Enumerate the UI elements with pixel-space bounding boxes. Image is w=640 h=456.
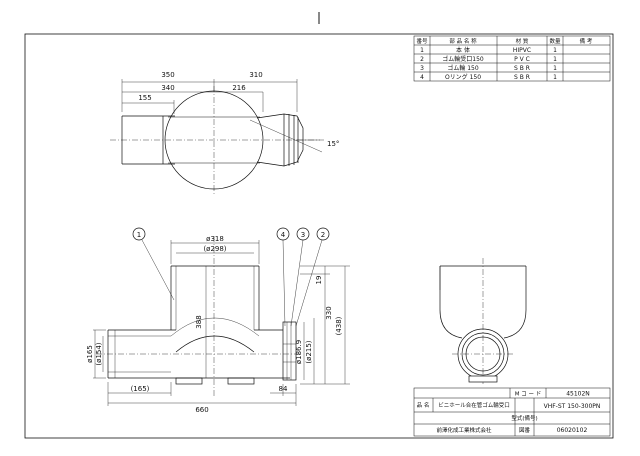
table-row-3-no: 3	[420, 65, 424, 72]
table-header-no: 番号	[416, 38, 428, 45]
table-header-name: 部 品 名 称	[449, 37, 477, 45]
parts-table	[413, 35, 611, 82]
table-row-2-qty: 1	[553, 56, 557, 63]
dim-phi215: (ø215)	[305, 340, 313, 363]
dim-350: 350	[161, 71, 174, 79]
product-name-value: ビニホール合在管ゴム輪受口	[438, 401, 510, 409]
title-block	[413, 387, 611, 437]
code-value: 45102N	[566, 391, 590, 398]
drawing-no-value: 06020102	[557, 427, 588, 434]
dim-330: 330	[325, 306, 333, 319]
table-row-3-name: ゴム輪 150	[447, 64, 479, 72]
table-row-1-qty: 1	[553, 47, 557, 54]
balloon-2: 2	[321, 231, 325, 239]
product-name-label: 品 名	[417, 401, 430, 409]
dim-340: 340	[161, 84, 174, 92]
top-view	[110, 79, 324, 195]
dim-216: 216	[232, 84, 246, 92]
dim-84: 84	[279, 385, 288, 393]
table-row-1-material: HIPVC	[513, 47, 531, 54]
table-header-note: 備 考	[580, 37, 593, 45]
table-row-3-material: S B R	[514, 65, 530, 72]
dim-phi318: ø318	[206, 235, 224, 243]
table-row-1-no: 1	[420, 47, 424, 54]
side-view	[439, 258, 527, 384]
table-header-material: 材 質	[516, 37, 529, 45]
dim-phi165: ø165	[86, 345, 94, 363]
table-row-4-name: Oリング 150	[445, 73, 481, 81]
dim-438: (438)	[335, 316, 343, 335]
table-row-2-name: ゴム輪受口150	[442, 55, 484, 63]
balloon-4: 4	[281, 231, 286, 239]
dim-phi154: (ø154)	[95, 342, 103, 365]
dim-phi186-9: ø186.9	[295, 340, 303, 364]
table-row-4-no: 4	[420, 74, 424, 81]
dim-19: 19	[315, 276, 323, 285]
balloon-1: 1	[137, 231, 141, 239]
table-row-1-name: 本 体	[456, 46, 470, 54]
front-view	[93, 227, 350, 406]
model-label: 型式(備号)	[511, 414, 537, 422]
table-row-4-qty: 1	[553, 74, 557, 81]
dim-165: (165)	[131, 385, 150, 393]
dim-388: 388	[195, 315, 203, 328]
code-label: M コ ー ド	[515, 391, 542, 398]
dim-660: 660	[195, 406, 208, 414]
drawing-frame	[24, 33, 614, 439]
drawing-no-label: 図番	[519, 427, 531, 434]
dim-310: 310	[249, 71, 262, 79]
table-row-4-material: S B R	[514, 74, 530, 81]
model-value: VHF-ST 150-300PN	[544, 403, 601, 410]
dim-angle: 15°	[327, 140, 339, 148]
table-row-2-no: 2	[420, 56, 424, 63]
table-row-3-qty: 1	[553, 65, 557, 72]
table-row-2-material: P V C	[514, 56, 530, 63]
table-header-qty: 数量	[549, 37, 561, 45]
company-name: 前澤化成工業株式会社	[436, 426, 492, 434]
dim-155: 155	[138, 94, 151, 102]
dim-phi298: (ø298)	[203, 245, 226, 253]
balloon-3: 3	[301, 231, 305, 239]
